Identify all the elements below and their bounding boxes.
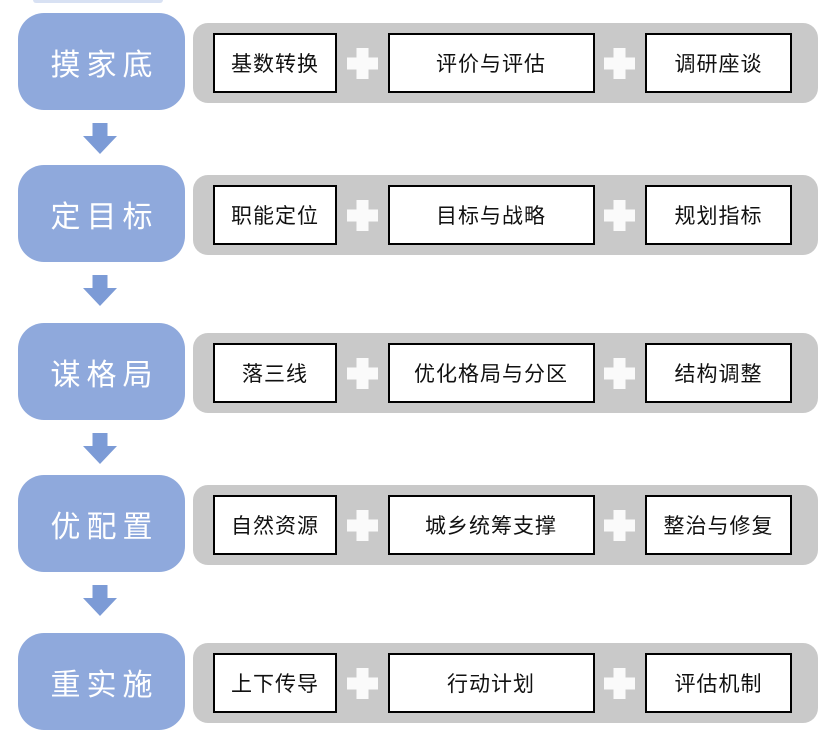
steps-bar: 上下传导 行动计划 评估机制	[193, 643, 818, 723]
down-arrow-icon	[83, 123, 117, 154]
cropped-shape-top	[33, 0, 163, 3]
plus-icon	[604, 357, 636, 389]
steps-bar: 落三线 优化格局与分区 结构调整	[193, 333, 818, 413]
process-row: 摸家底 基数转换 评价与评估 调研座谈	[0, 13, 837, 154]
plus-icon	[346, 357, 378, 389]
step-box: 目标与战略	[387, 185, 595, 245]
step-box: 调研座谈	[645, 33, 792, 93]
stage-label-box: 重实施	[18, 633, 185, 730]
step-box: 整治与修复	[645, 495, 792, 555]
step-box: 行动计划	[387, 653, 595, 713]
steps-bar: 自然资源 城乡统筹支撑 整治与修复	[193, 485, 818, 565]
stage-label-box: 摸家底	[18, 13, 185, 110]
step-box: 上下传导	[213, 653, 337, 713]
plus-icon	[346, 47, 378, 79]
plus-icon	[604, 199, 636, 231]
stage-label-box: 优配置	[18, 475, 185, 572]
step-box: 落三线	[213, 343, 337, 403]
step-box: 职能定位	[213, 185, 337, 245]
process-row: 谋格局 落三线 优化格局与分区 结构调整	[0, 323, 837, 464]
stage-label-box: 定目标	[18, 165, 185, 262]
process-row: 重实施 上下传导 行动计划 评估机制	[0, 633, 837, 730]
step-box: 城乡统筹支撑	[387, 495, 595, 555]
process-row: 定目标 职能定位 目标与战略 规划指标	[0, 165, 837, 306]
step-box: 评估机制	[645, 653, 792, 713]
step-box: 评价与评估	[387, 33, 595, 93]
plus-icon	[346, 509, 378, 541]
stage-label-box: 谋格局	[18, 323, 185, 420]
down-arrow-icon	[83, 433, 117, 464]
step-box: 基数转换	[213, 33, 337, 93]
plus-icon	[604, 667, 636, 699]
down-arrow-icon	[83, 585, 117, 616]
step-box: 自然资源	[213, 495, 337, 555]
steps-bar: 基数转换 评价与评估 调研座谈	[193, 23, 818, 103]
step-box: 优化格局与分区	[387, 343, 595, 403]
step-box: 规划指标	[645, 185, 792, 245]
step-box: 结构调整	[645, 343, 792, 403]
plus-icon	[346, 667, 378, 699]
steps-bar: 职能定位 目标与战略 规划指标	[193, 175, 818, 255]
plus-icon	[346, 199, 378, 231]
plus-icon	[604, 47, 636, 79]
plus-icon	[604, 509, 636, 541]
down-arrow-icon	[83, 275, 117, 306]
process-row: 优配置 自然资源 城乡统筹支撑 整治与修复	[0, 475, 837, 616]
